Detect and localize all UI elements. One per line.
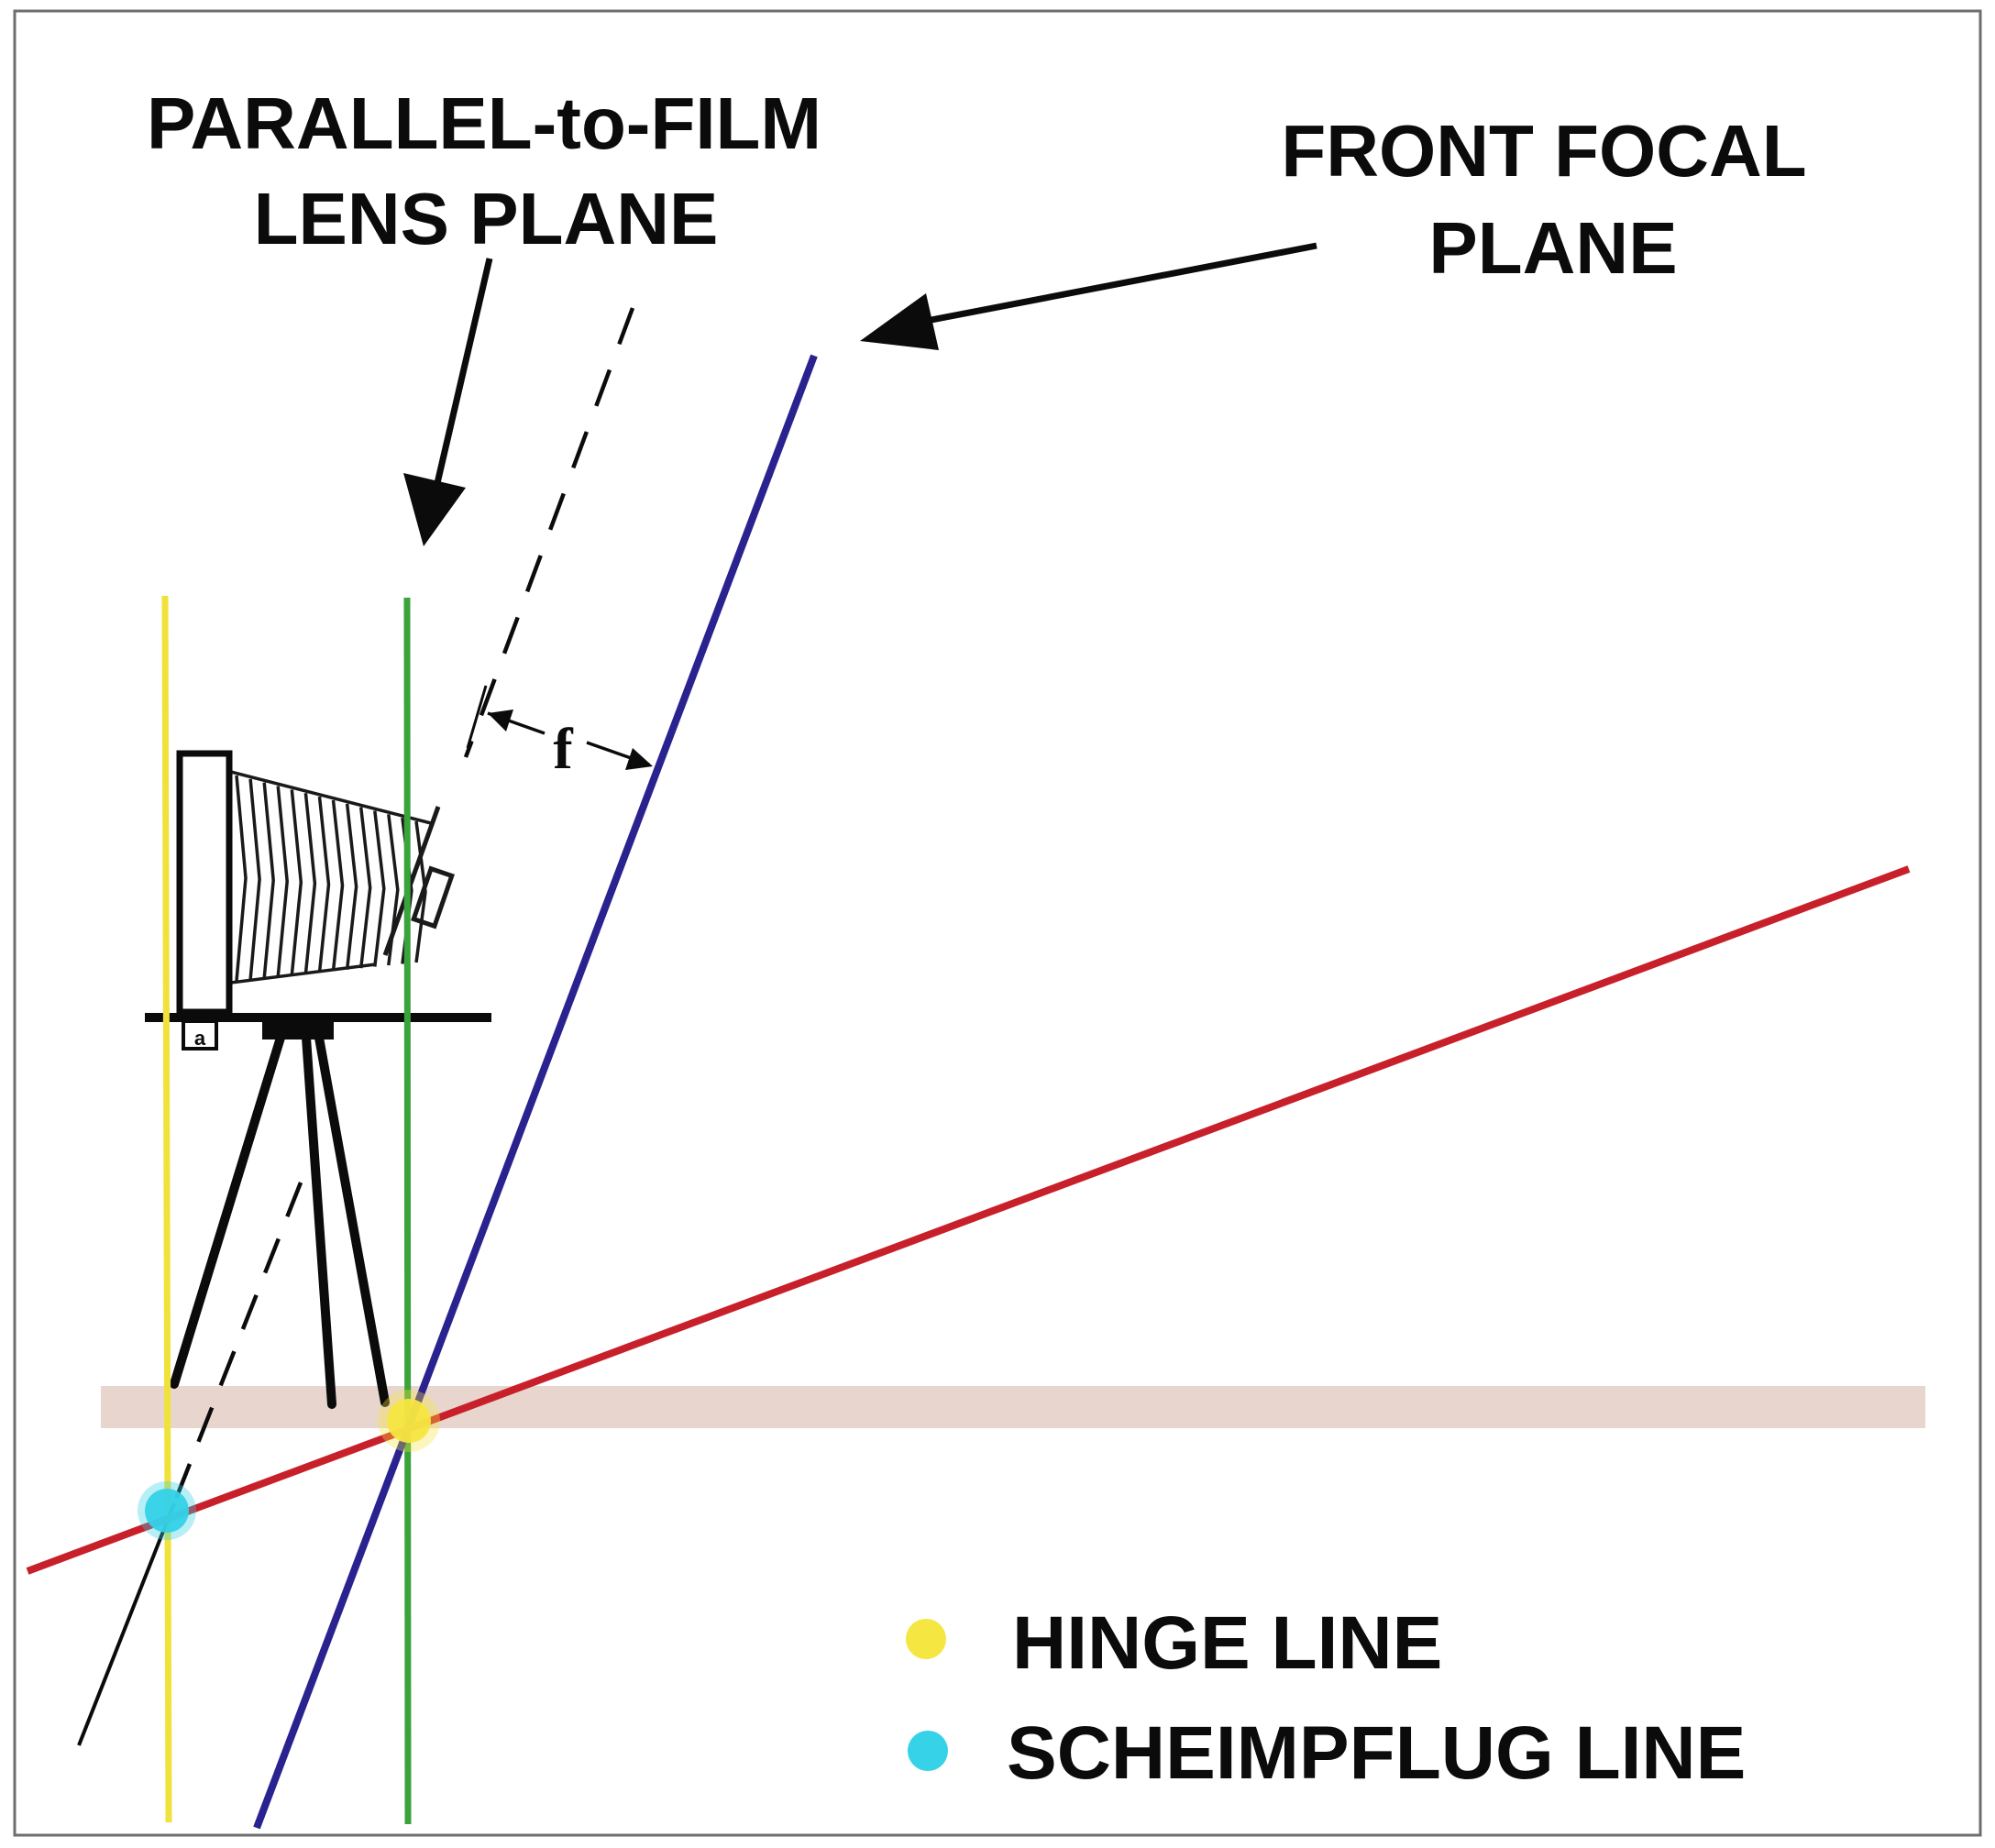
dashed-rear-focus-line xyxy=(171,1182,303,1504)
legend-scheimpflug-label: SCHEIMPFLUG LINE xyxy=(1007,1711,1746,1795)
parallel-to-film-label: PARALLEL-to-FILM xyxy=(147,82,821,164)
focal-length-dimension: f xyxy=(466,685,653,781)
camera-bellows xyxy=(230,770,432,984)
front-focal-label: FRONT FOCAL xyxy=(1281,110,1806,192)
scheimpflug-point-glow xyxy=(138,1481,196,1540)
legend: HINGE LINE SCHEIMPFLUG LINE xyxy=(906,1601,1746,1795)
ground-plane-band xyxy=(101,1386,1925,1428)
camera-latch-label: a xyxy=(194,1027,206,1050)
front-focal-callout xyxy=(860,242,1317,350)
camera-latch xyxy=(182,1019,218,1050)
plane-label: PLANE xyxy=(1428,207,1677,289)
tripod-leg-left xyxy=(170,1033,285,1389)
tripod-leg-right xyxy=(314,1033,390,1407)
bellows-top-edge xyxy=(230,770,432,825)
hinge-point-glow xyxy=(378,1390,440,1452)
focal-length-label: f xyxy=(553,716,573,781)
front-focal-arrow-shaft xyxy=(907,242,1317,328)
tripod-head xyxy=(262,1019,334,1040)
legend-hinge-swatch xyxy=(906,1619,946,1659)
lens-barrel xyxy=(411,865,455,930)
dashed-lens-plane xyxy=(463,307,635,758)
lens-plane-arrow-shaft xyxy=(431,258,493,496)
hinge-point xyxy=(387,1399,431,1443)
legend-hinge-label: HINGE LINE xyxy=(1012,1601,1442,1685)
tripod-leg-center xyxy=(302,1033,336,1409)
scheimpflug-point xyxy=(145,1489,189,1533)
lens-plane-label: LENS PLANE xyxy=(254,178,719,259)
focal-arrow-left-head xyxy=(488,710,513,732)
bellows-folds xyxy=(235,775,427,982)
lens-board xyxy=(382,806,455,956)
plane-of-focus-line xyxy=(26,865,1911,1575)
camera-rear-standard xyxy=(176,750,233,1016)
rear-focus-line xyxy=(77,1502,176,1746)
lens-board-front xyxy=(382,806,441,956)
lens-plane-arrow-head xyxy=(403,473,466,546)
focal-tick-left xyxy=(466,685,488,749)
bellows-bottom-edge xyxy=(230,962,377,984)
lens-plane-line xyxy=(403,597,412,1825)
film-plane-line xyxy=(161,595,172,1823)
tripod xyxy=(170,1033,390,1409)
frame-border xyxy=(13,9,1982,1837)
focal-arrow-right-head xyxy=(625,748,653,770)
legend-scheimpflug-swatch xyxy=(908,1731,948,1771)
front-focal-plane-line xyxy=(253,354,818,1830)
lens-plane-callout xyxy=(403,258,493,546)
front-focal-arrow-head xyxy=(860,293,939,350)
